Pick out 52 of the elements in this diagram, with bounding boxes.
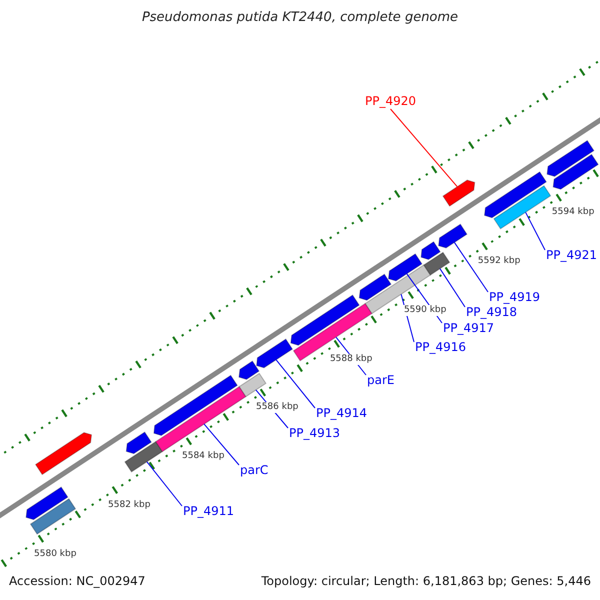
gene-feature <box>155 386 247 452</box>
leader-line <box>390 108 458 188</box>
leader-line <box>454 242 488 292</box>
leader-line <box>525 212 546 250</box>
gene-label: PP_4921 <box>546 249 598 261</box>
scale-label: 5594 kbp <box>550 207 596 218</box>
gene-feature <box>124 440 164 473</box>
gene-feature <box>423 252 450 276</box>
gene-feature <box>438 224 468 248</box>
scale-label: 5588 kbp <box>328 354 374 365</box>
gene-feature <box>238 360 260 380</box>
gene-label: PP_4913 <box>289 427 340 439</box>
gene-feature <box>290 294 360 346</box>
gene-feature <box>30 498 76 535</box>
leader-line <box>440 268 466 308</box>
title: Pseudomonas putida KT2440, complete genome <box>140 11 460 24</box>
gene-feature <box>26 486 68 520</box>
gene-label: PP_4918 <box>466 306 518 318</box>
leader-line <box>204 424 240 466</box>
scale-label: 5584 kbp <box>181 451 226 462</box>
gene-feature <box>256 338 294 368</box>
accession-text: Accession: NC_002947 <box>9 575 146 587</box>
scale-label: 5582 kbp <box>107 500 152 511</box>
scale-label: 5586 kbp <box>254 402 300 414</box>
gene-label: PP_4911 <box>183 505 234 517</box>
gene-feature <box>552 154 599 190</box>
gene-feature <box>126 431 152 454</box>
gene-label: PP_4920 <box>365 95 416 107</box>
genome-info-text: Topology: circular; Length: 6,181,863 bp; Genes: 5,446 <box>261 575 591 587</box>
scale-label: 5580 kbp <box>33 548 78 560</box>
gene-feature <box>364 264 432 314</box>
gene-feature <box>442 180 476 207</box>
gene-feature <box>153 374 238 436</box>
gene-label: PP_4919 <box>489 291 540 303</box>
gene-label: PP_4916 <box>415 341 466 353</box>
gene-feature <box>388 253 423 282</box>
gene-feature <box>238 372 267 398</box>
leader-line <box>276 359 316 408</box>
gene-feature <box>420 241 441 260</box>
gene-feature <box>546 140 595 177</box>
leader-line <box>146 461 182 506</box>
scale-label: 5592 kbp <box>476 256 522 268</box>
gene-label: PP_4914 <box>316 407 368 419</box>
gene-feature <box>493 185 552 230</box>
gene-feature <box>358 274 392 301</box>
scale-label: 5590 kbp <box>402 304 448 316</box>
gene-label: PP_4917 <box>443 322 494 334</box>
gene-feature <box>484 171 547 218</box>
gene-label: parE <box>367 374 394 386</box>
gene-feature <box>292 302 373 362</box>
gene-feature <box>34 432 92 476</box>
gene-label: parC <box>240 464 268 476</box>
